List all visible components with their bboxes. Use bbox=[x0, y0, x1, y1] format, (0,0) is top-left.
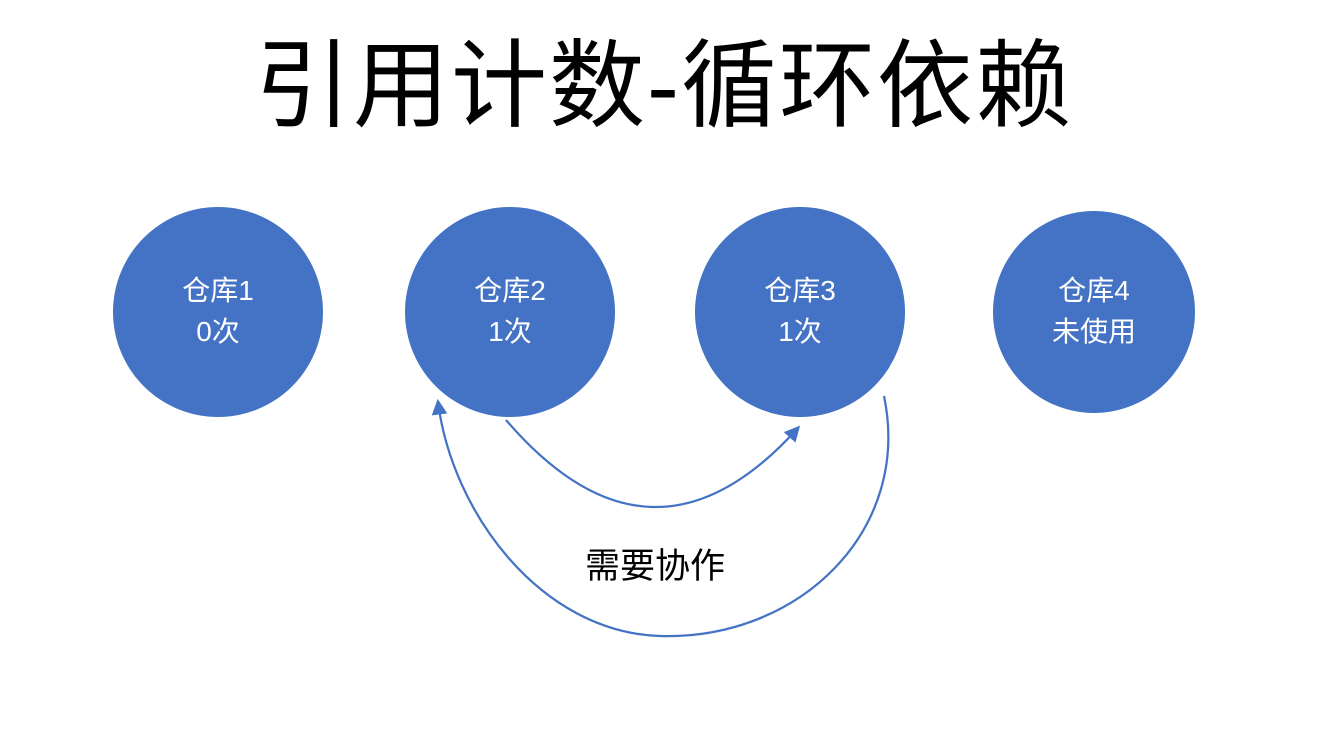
node-warehouse-2-count: 1次 bbox=[488, 316, 532, 347]
node-warehouse-3: 仓库3 1次 bbox=[695, 207, 905, 417]
node-warehouse-3-name: 仓库3 bbox=[764, 275, 836, 307]
node-warehouse-4: 仓库4 未使用 bbox=[993, 211, 1195, 413]
node-warehouse-4-count: 未使用 bbox=[1051, 316, 1136, 347]
slide-title: 引用计数-循环依赖 bbox=[255, 33, 1073, 140]
node-warehouse-3-count: 1次 bbox=[778, 316, 822, 347]
arrow-warehouse2-to-warehouse3 bbox=[505, 419, 801, 509]
annotation-needs-collaboration: 需要协作 bbox=[585, 547, 726, 586]
node-warehouse-1-name: 仓库1 bbox=[182, 275, 254, 307]
arrow-warehouse3-to-warehouse2 bbox=[431, 395, 890, 638]
node-warehouse-1: 仓库1 0次 bbox=[113, 207, 323, 417]
node-warehouse-1-count: 0次 bbox=[196, 316, 240, 347]
node-warehouse-2: 仓库2 1次 bbox=[405, 207, 615, 417]
node-warehouse-2-name: 仓库2 bbox=[474, 275, 546, 307]
node-warehouse-4-name: 仓库4 bbox=[1058, 275, 1130, 307]
